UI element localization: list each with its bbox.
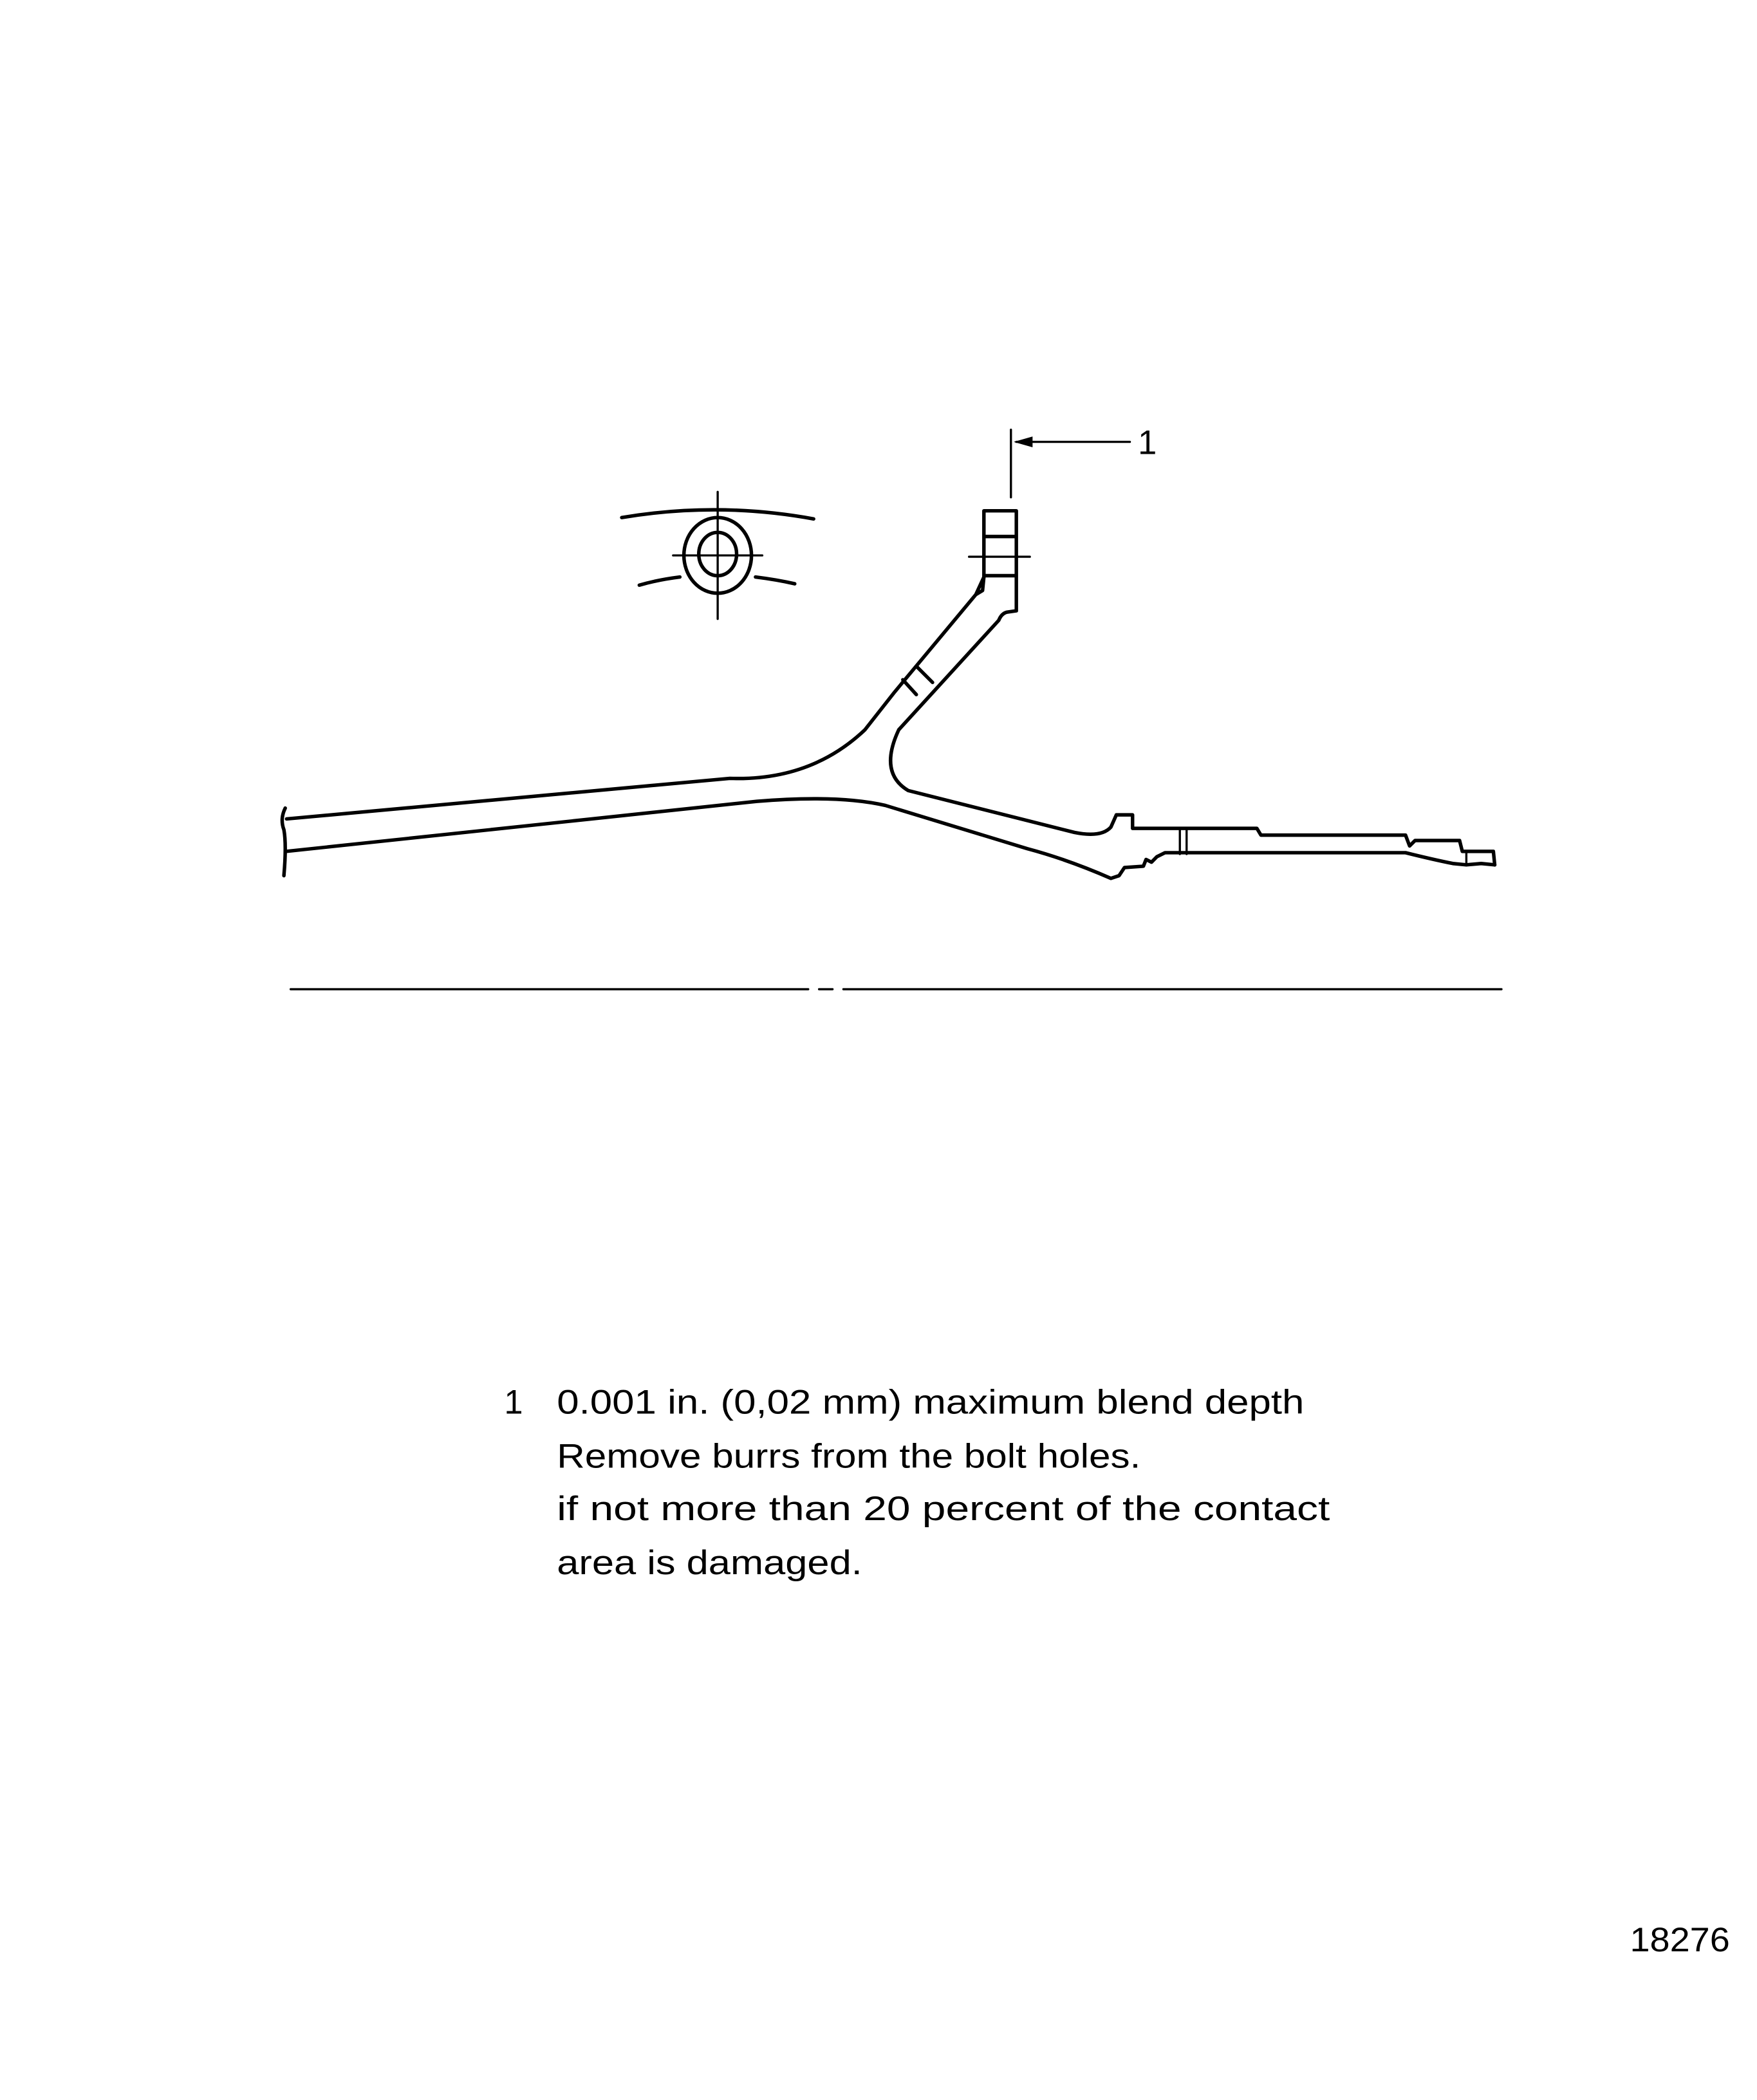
legend-line: Remove burrs from the bolt holes. (557, 1437, 1140, 1475)
outer-contour-upper (284, 575, 986, 821)
flange-stub (982, 508, 1018, 622)
figure-number: 18276 (1630, 1921, 1729, 1959)
legend-line: 0.001 in. (0,02 mm) maximum blend depth (557, 1383, 1304, 1421)
hatch-line (901, 678, 918, 696)
legend-line: if not more than 20 percent of the conta… (557, 1490, 1330, 1528)
part-cross-section (280, 508, 1497, 880)
flange-lower-arc-left (637, 575, 682, 587)
arrowhead-icon (1013, 436, 1033, 448)
callout-1: 1 (1010, 424, 1157, 499)
hatch-line (915, 664, 934, 685)
left-break-line (280, 806, 287, 878)
lower-contour (284, 797, 1497, 880)
inner-contour (889, 618, 1497, 867)
legend: 1 0.001 in. (0,02 mm) maximum blend dept… (504, 1383, 1330, 1582)
flange-lower-arc-right (754, 575, 797, 586)
legend-item-number: 1 (504, 1383, 523, 1421)
callout-number: 1 (1138, 424, 1157, 462)
bolt-hole-detail (620, 490, 815, 620)
legend-line: area is damaged. (557, 1544, 862, 1582)
